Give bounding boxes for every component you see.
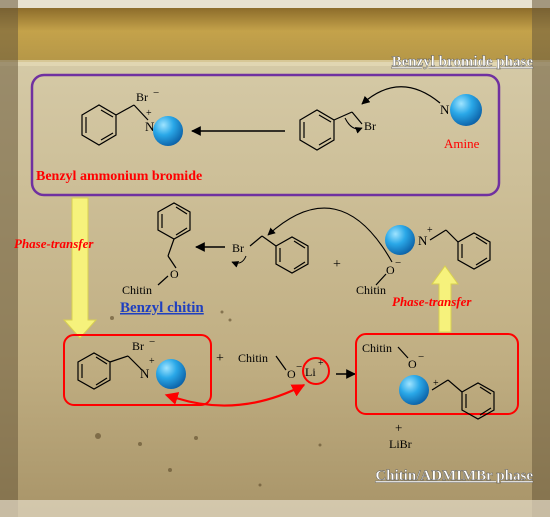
nitrogen-label: N [440,102,450,117]
nitrogen-label: N [145,119,155,134]
bottom-phase-title: Chitin/ADMIMBr phase [375,468,533,484]
phase-transfer-up-arrow [431,265,459,333]
benzyl-bromide-middle-structure [249,235,309,274]
br-minus-label: Br [136,90,148,104]
svg-text:−: − [296,361,302,373]
svg-text:−: − [149,336,155,348]
benzyl-ammonium-right-structure [429,229,491,270]
svg-text:+: + [149,356,155,367]
libr-label: LiBr [389,437,412,451]
chitin-label: Chitin [122,283,152,297]
svg-text:−: − [153,87,159,99]
benzyl-bromide-structure [299,109,363,151]
svg-text:−: − [418,351,424,363]
svg-text:−: − [395,257,401,269]
chitin-ammonium-box [355,333,519,415]
chitin-label: Chitin [362,341,392,355]
meniscus-band [0,0,550,62]
top-phase-title: Benzyl bromide phase [392,54,534,70]
amine-sphere-icon [156,359,186,389]
br-minus-label: Br [132,339,144,353]
chitin-label: Chitin [356,283,386,297]
benzyl-chitin-label: Benzyl chitin [120,300,204,316]
chitin-label: Chitin [238,351,268,365]
benzyl-ammonium-bromide-label: Benzyl ammonium bromide [36,169,202,184]
amine-sphere-icon [450,94,482,126]
benzyl-chitin-structure [157,202,191,269]
oxygen-label: O [386,263,395,277]
lithium-highlight-circle [302,357,330,385]
phase-transfer-label-right: Phase-transfer [392,294,472,309]
oxygen-label: O [408,357,417,371]
br-atom-label: Br [232,241,244,255]
svg-text:+: + [146,108,152,119]
svg-text:+: + [318,358,324,369]
svg-text:+: + [427,225,433,236]
benzyl-bromide-phase-box [30,73,501,197]
plus-sign: + [216,351,224,366]
ion-exchange-arrow [164,384,306,407]
ion-pair-box [63,334,212,406]
attack-arrow [361,86,441,105]
br-atom-label: Br [364,119,376,133]
plus-sign: + [395,420,402,435]
lithium-label: Li [305,365,316,379]
amine-sphere-icon [385,225,415,255]
phase-transfer-label-left: Phase-transfer [14,236,94,251]
amine-sphere-icon [399,375,429,405]
oxygen-label: O [170,267,179,281]
plus-sign: + [333,257,341,272]
amine-label: Amine [444,136,480,151]
svg-text:+: + [433,378,439,389]
benzyl-ammonium-structure [81,104,149,146]
benzyl-ammonium-bottom-structure [77,352,143,390]
nitrogen-label: N [140,366,150,381]
benzyl-ammonium-box-structure [431,379,495,420]
oxygen-label: O [287,367,296,381]
phase-transfer-down-arrow [62,197,98,339]
amine-sphere-icon [153,116,183,146]
nucleophilic-attack-arrow [267,207,393,263]
nitrogen-label: N [418,233,428,248]
